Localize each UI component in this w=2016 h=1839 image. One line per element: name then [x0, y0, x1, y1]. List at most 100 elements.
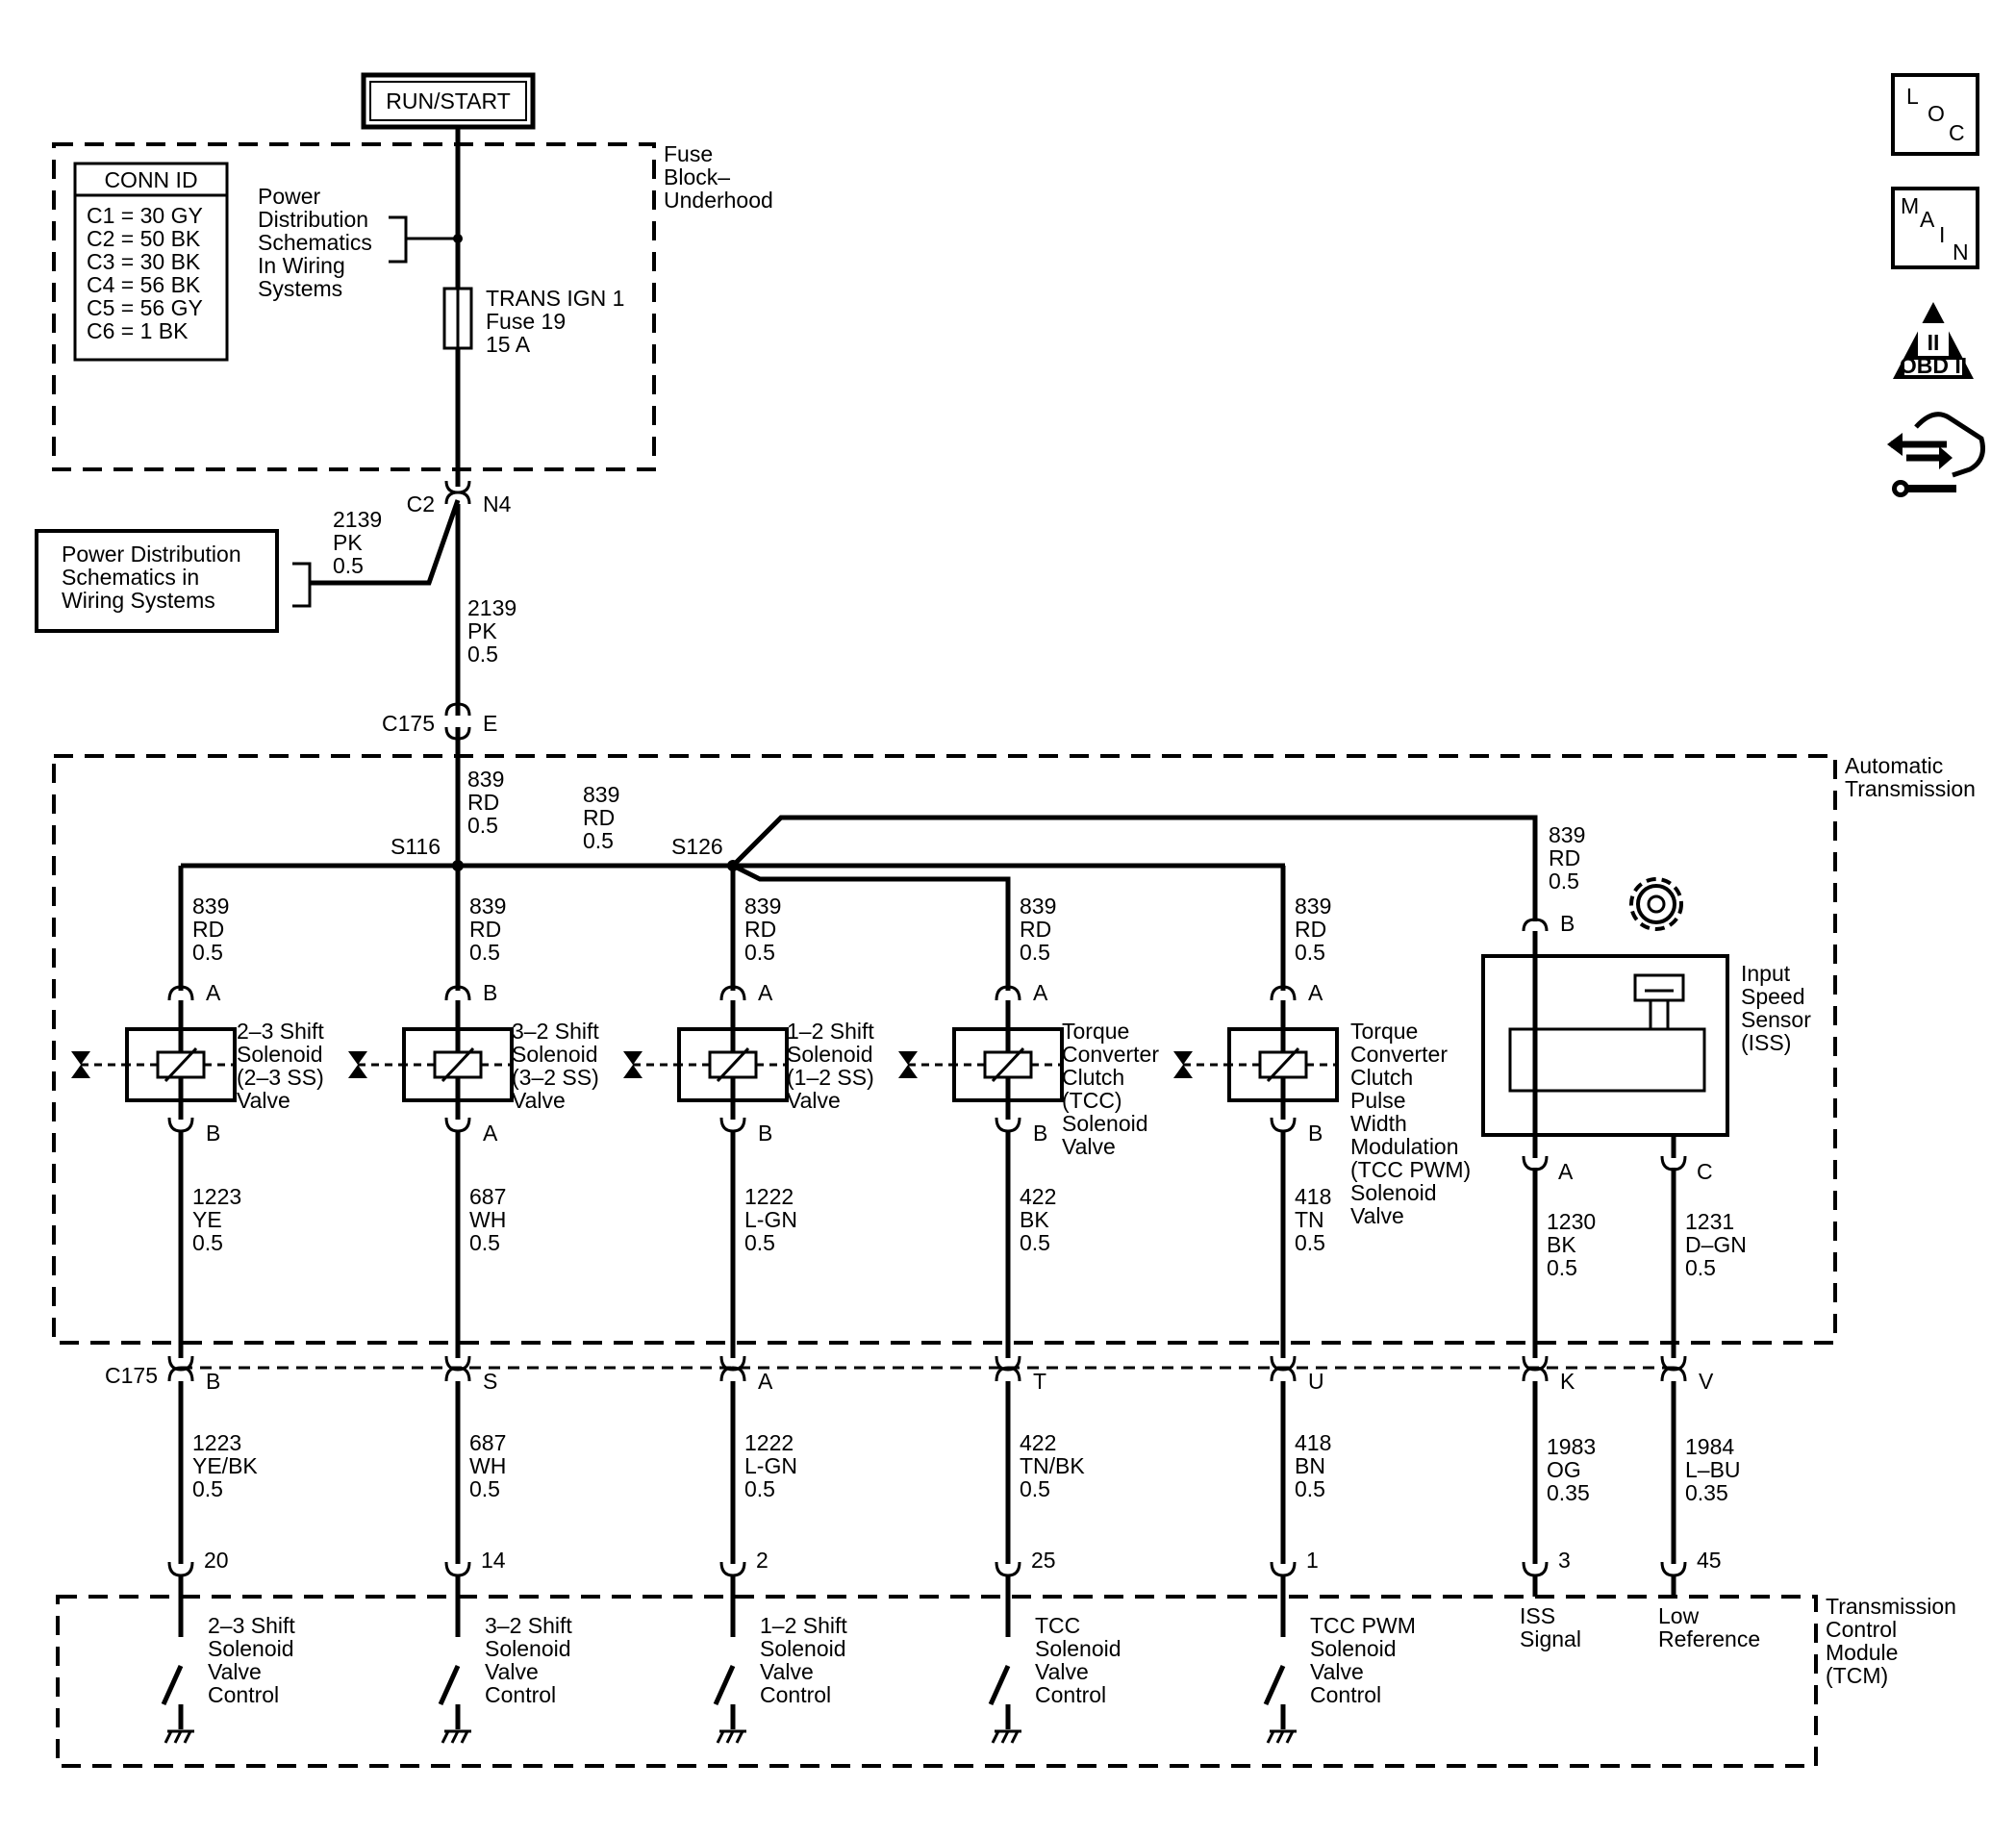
connector-handshake-icon[interactable] [1887, 412, 1985, 497]
wire-label: 687 [469, 1430, 506, 1455]
wire-label: 0.5 [1020, 940, 1050, 965]
tcm-input-label: Control [1035, 1682, 1106, 1707]
wire-label: WH [469, 1453, 506, 1478]
solenoid-label: (3–2 SS) [512, 1065, 599, 1090]
wire-label: 0.5 [469, 1476, 500, 1501]
fuse-19: TRANS IGN 1 Fuse 19 15 A [442, 286, 624, 357]
splice-s126: S126 [671, 834, 723, 859]
conn-id-row: C6 = 1 BK [87, 318, 189, 343]
svg-text:PK: PK [333, 530, 363, 555]
connector-c175-bottom: C175 [105, 1363, 1674, 1388]
solenoid-label: Solenoid [787, 1042, 873, 1067]
pin-label: 1 [1306, 1548, 1319, 1573]
svg-text:I: I [1939, 222, 1945, 247]
svg-text:Power Distribution: Power Distribution [62, 542, 241, 567]
svg-text:C175: C175 [105, 1363, 158, 1388]
solenoid-label: Solenoid [237, 1042, 323, 1067]
wire-label: BK [1547, 1232, 1576, 1257]
wire-label: TN/BK [1020, 1453, 1085, 1478]
splice-s116: S116 [391, 834, 441, 859]
obd-ii-icon[interactable]: II OBD II [1893, 302, 1974, 379]
tcm-input-label: Signal [1520, 1626, 1581, 1651]
tcm-input-label: Solenoid [760, 1636, 846, 1661]
svg-text:PK: PK [467, 618, 497, 643]
svg-text:In Wiring: In Wiring [258, 253, 345, 278]
solenoid-label: (TCC PWM) [1350, 1157, 1471, 1182]
wire-label: 1223 [192, 1430, 241, 1455]
tcm-input-label: Reference [1658, 1626, 1760, 1651]
pin-label: B [1308, 1121, 1323, 1146]
svg-text:2139: 2139 [333, 507, 382, 532]
tcm-input-label: Valve [1310, 1659, 1364, 1684]
svg-text:TRANS IGN 1: TRANS IGN 1 [486, 286, 624, 311]
wire-label: RD [1020, 917, 1051, 942]
conn-id-row: C2 = 50 BK [87, 226, 201, 251]
tcm-input-label: Control [485, 1682, 556, 1707]
pin-label: B [758, 1121, 772, 1146]
svg-text:M: M [1901, 193, 1919, 218]
svg-text:Power: Power [258, 184, 321, 209]
svg-text:C175: C175 [382, 711, 435, 736]
main-icon[interactable]: M A I N [1891, 187, 1979, 269]
svg-text:Input: Input [1741, 961, 1791, 986]
svg-text:Control: Control [1826, 1617, 1897, 1642]
wire-label: 418 [1295, 1430, 1331, 1455]
wire-label: 839 [192, 894, 229, 919]
wire-label: RD [469, 917, 501, 942]
solenoid-label: Torque [1350, 1019, 1418, 1044]
wire-label: 0.5 [1020, 1476, 1050, 1501]
wire-label: 0.5 [192, 1230, 223, 1255]
wire-label: RD [192, 917, 224, 942]
pin-label: 45 [1697, 1548, 1722, 1573]
wire-label: 0.5 [1295, 940, 1325, 965]
wire-label: 1222 [744, 1184, 794, 1209]
gear-icon [1629, 877, 1683, 931]
pin-label: A [758, 980, 773, 1005]
connector-c2-pin: N4 [483, 491, 512, 516]
wire-label: 0.5 [1020, 1230, 1050, 1255]
pin-label: K [1560, 1369, 1575, 1394]
svg-text:(TCM): (TCM) [1826, 1663, 1888, 1688]
pin-label: A [758, 1369, 773, 1394]
conn-id-row: C4 = 56 BK [87, 272, 201, 297]
wire-label: 0.5 [469, 940, 500, 965]
wire-label: 0.5 [1295, 1230, 1325, 1255]
svg-text:Transmission: Transmission [1845, 776, 1976, 801]
solenoid-label: Valve [787, 1088, 841, 1113]
wire-label: 1223 [192, 1184, 241, 1209]
solenoid-label: Solenoid [512, 1042, 598, 1067]
wire-label: RD [1295, 917, 1326, 942]
svg-text:0.5: 0.5 [1549, 869, 1579, 894]
run-start-label: RUN/START [386, 88, 511, 113]
conn-id-title: CONN ID [104, 167, 197, 192]
pin-label: B [483, 980, 497, 1005]
wire-label: 0.5 [1547, 1255, 1577, 1280]
solenoid-column: 839RD0.5ATorqueConverterClutchPulseWidth… [1173, 866, 1471, 1744]
wire-label: 1983 [1547, 1434, 1596, 1459]
solenoid-label: Solenoid [1062, 1111, 1148, 1136]
svg-text:839: 839 [583, 782, 619, 807]
fuse-block-label-3: Underhood [664, 188, 773, 213]
svg-text:E: E [483, 711, 497, 736]
tcm-input-label: Valve [485, 1659, 539, 1684]
power-distribution-box: Power Distribution Schematics in Wiring … [35, 499, 461, 633]
tcm-input-label: TCC [1035, 1613, 1080, 1638]
solenoid-label: Clutch [1350, 1065, 1413, 1090]
solenoid-label: Torque [1062, 1019, 1129, 1044]
connector-c2-label: C2 [407, 491, 435, 516]
automatic-transmission-boundary: Automatic Transmission [52, 753, 1976, 1345]
svg-text:Schematics: Schematics [258, 230, 372, 255]
tcm-input-label: Valve [1035, 1659, 1089, 1684]
mechanical-link-icon [348, 1051, 367, 1078]
wire-label: 0.5 [192, 940, 223, 965]
mechanical-link-icon [71, 1051, 90, 1078]
loc-icon[interactable]: L O C [1891, 73, 1979, 156]
mechanical-link-icon [1173, 1051, 1193, 1078]
solenoid-label: (2–3 SS) [237, 1065, 324, 1090]
svg-text:O: O [1928, 101, 1945, 126]
tcm-input-label: TCC PWM [1310, 1613, 1416, 1638]
tcm-input-label: Solenoid [208, 1636, 294, 1661]
